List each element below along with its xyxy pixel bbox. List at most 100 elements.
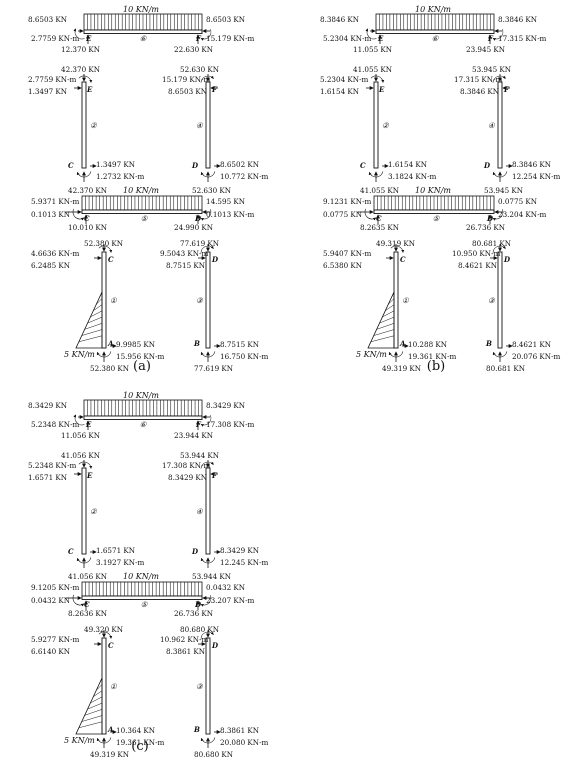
C-column-shear-label: 6.6140 KN (31, 647, 70, 656)
load-hatch (84, 709, 103, 716)
load-hatch (382, 310, 395, 318)
distributed-load-label: 10 KN/m (415, 5, 451, 14)
load-hatch (388, 298, 395, 305)
node-B-label: B (485, 339, 492, 348)
triangular-load (75, 677, 103, 735)
moment-arrow (200, 461, 214, 469)
column-member (205, 251, 211, 349)
moment-arrow (200, 75, 214, 83)
F-column-axial-label: 53.944 KN (180, 451, 219, 460)
moment-arrow (72, 208, 85, 221)
B-moment-label: 20.080 KN-m (220, 738, 269, 747)
D-beam-horizontal-label: 14.595 KN (206, 197, 245, 206)
node-E-label: E (378, 85, 385, 94)
D-shear-label: 8.3846 KN (512, 160, 551, 169)
F-column-shear-label: 8.3429 KN (168, 473, 207, 482)
D-moment-label: 10.772 KN-m (220, 172, 269, 181)
F-column-moment-label: 17.308 KN-m (162, 461, 211, 470)
load-outline (367, 291, 395, 349)
triangular-load (367, 291, 395, 349)
E-column-axial-label: 42.370 KN (61, 65, 100, 74)
member-3-label: ③ (196, 682, 204, 691)
A-axial-label: 52.380 KN (90, 364, 129, 373)
distributed-load-label: 10 KN/m (123, 391, 159, 400)
node-B-label: B (193, 339, 200, 348)
D-beam-moment-label: 0.1013 KN-m (206, 210, 255, 219)
moment-arrow (492, 29, 504, 41)
C-column-moment-label: 5.9277 KN-m (31, 635, 80, 644)
A-shear-label: 10.288 KN (408, 340, 447, 349)
F-column-shear-label: 8.3846 KN (460, 87, 499, 96)
triangular-load-label: 5 KN/m (64, 350, 95, 359)
load-hatch (93, 304, 103, 311)
moment-arrow (370, 75, 385, 83)
load-hatch (84, 323, 103, 330)
node-D-label: D (191, 161, 199, 170)
uniform-load (375, 13, 495, 31)
F-column-shear-label: 8.6503 KN (168, 87, 207, 96)
C-beam-shear-label: 10.010 KN (68, 223, 107, 232)
moment-arrow (492, 209, 504, 221)
C-shear-label: 1.6154 KN (388, 160, 427, 169)
moment-arrow (96, 737, 112, 744)
C-column-axial-label: 49.320 KN (84, 625, 123, 634)
member-6-label: ⑥ (140, 34, 148, 43)
panel-tag: (c) (131, 739, 148, 754)
F-end-shear-label: 23.944 KN (174, 431, 213, 440)
D-beam-horizontal-label: 0.0432 KN (206, 583, 245, 592)
moment-arrow (200, 415, 212, 427)
distributed-load-label: 10 KN/m (123, 186, 159, 195)
C-axial-label: 42.370 KN (68, 186, 107, 195)
load-hatch (98, 678, 103, 685)
E-column-moment-label: 5.2348 KN-m (28, 461, 77, 470)
moment-arrow (98, 245, 113, 253)
D-column-moment-label: 9.5043 KN-m (160, 249, 209, 258)
load-hatch (93, 690, 103, 697)
node-F-label: F (195, 34, 202, 43)
moment-arrow (492, 75, 506, 83)
load-hatch (390, 292, 395, 299)
column-member (101, 637, 107, 735)
load-hatch (87, 316, 103, 324)
moment-arrow (76, 171, 92, 178)
beam-member (83, 415, 203, 420)
F-end-moment-label: 17.315 KN-m (498, 34, 547, 43)
triangular-load-label: 5 KN/m (356, 350, 387, 359)
moment-arrow (98, 631, 113, 639)
node-A-label: A (399, 339, 406, 348)
D-column-axial-label: 77.619 KN (180, 239, 219, 248)
column-member (393, 251, 399, 349)
load-outline (75, 677, 103, 735)
moment-arrow (492, 171, 508, 178)
C-shear-label: 1.3497 KN (96, 160, 135, 169)
node-E-label: E (85, 420, 92, 429)
D-axial-label: 52.630 KN (192, 186, 231, 195)
E-end-force-label: 8.3846 KN (320, 15, 359, 24)
D-column-axial-label: 80.680 KN (180, 625, 219, 634)
load-hatch (81, 329, 103, 336)
E-column-axial-label: 41.055 KN (353, 65, 392, 74)
F-end-moment-label: 17.308 KN-m (206, 420, 255, 429)
uniform-load (83, 399, 203, 417)
node-B-label: B (193, 725, 200, 734)
load-outline (75, 291, 103, 349)
node-E-label: E (377, 34, 384, 43)
E-column-shear-label: 1.3497 KN (28, 87, 67, 96)
E-end-force-label: 8.3429 KN (28, 401, 67, 410)
F-column-axial-label: 52.630 KN (180, 65, 219, 74)
moment-arrow (200, 209, 212, 221)
E-end-moment-label: 5.2348 KN-m (31, 420, 80, 429)
moment-arrow (200, 557, 216, 564)
member-5-label: ⑤ (141, 214, 149, 223)
member-2-label: ② (382, 121, 390, 130)
node-C-label: C (360, 161, 366, 170)
member-2-label: ② (90, 121, 98, 130)
moment-arrow (78, 461, 93, 469)
node-D-label: D (483, 161, 491, 170)
node-C-label: C (68, 547, 74, 556)
C-moment-label: 1.2732 KN-m (96, 172, 145, 181)
load-hatch (370, 335, 395, 343)
D-axial-label: 53.945 KN (484, 186, 523, 195)
